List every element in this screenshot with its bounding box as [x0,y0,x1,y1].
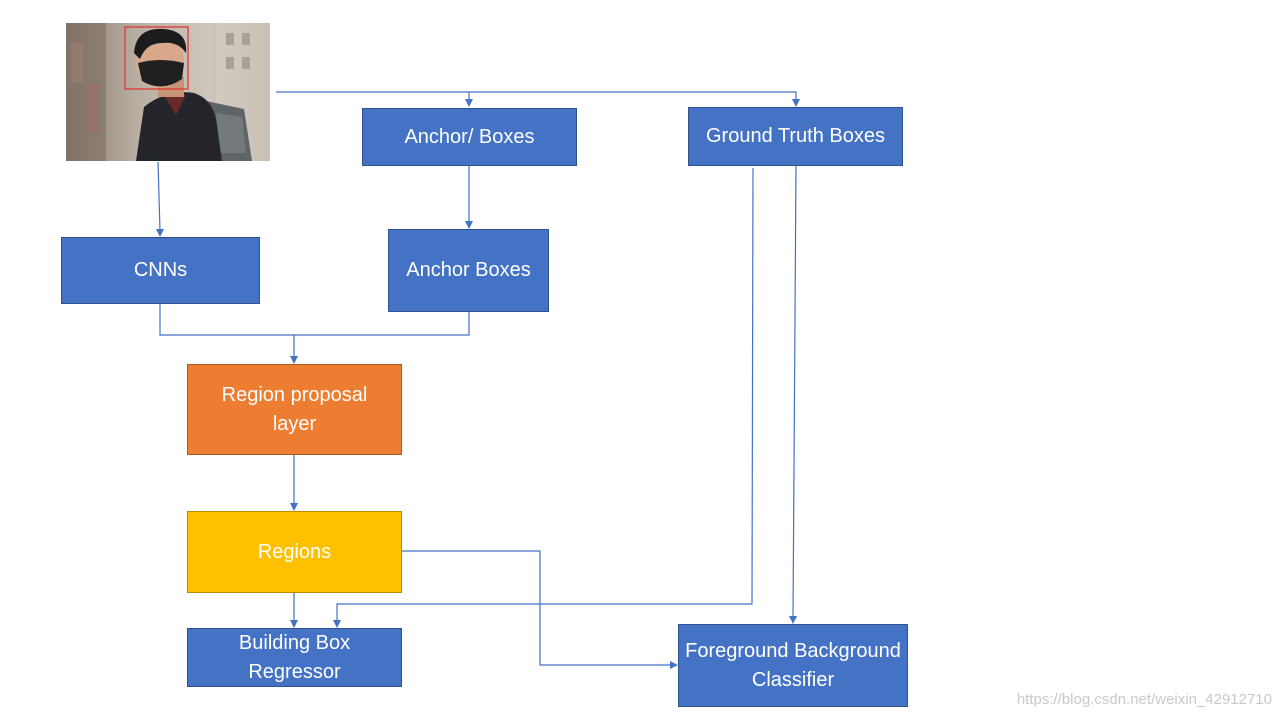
cnns-node: CNNs [61,237,260,304]
connector-photo-to-ground-truth [276,91,797,102]
anchor-boxes-top-node: Anchor/ Boxes [362,108,577,166]
arrowhead [290,356,298,364]
ground-truth-boxes-label: Ground Truth Boxes [706,125,885,147]
anchor-boxes-label: Anchor Boxes [406,259,531,281]
arrowhead [290,503,298,511]
regions-label: Regions [257,540,332,563]
anchor-boxes-node: Anchor Boxes [388,229,549,312]
person-with-face-mask-photo-icon [66,23,270,161]
region-proposal-layer-node: Region proposal layer [187,364,402,455]
connector-photo-to-cnns [157,161,161,232]
arrowhead [333,620,341,628]
arrowhead [290,620,298,628]
arrowhead [789,616,797,624]
watermark: https://blog.csdn.net/weixin_42912710 [1016,691,1272,708]
arrowhead [465,99,473,107]
foreground-background-classifier-node: Foreground Background Classifier [678,624,908,707]
ground-truth-boxes-node: Ground Truth Boxes [688,107,903,166]
foreground-background-classifier-label: Foreground Background Classifier [685,639,901,691]
input-photo [66,23,270,161]
face-bounding-box [124,26,189,90]
region-proposal-layer-label: Region proposal layer [221,383,368,435]
arrowhead [156,229,164,237]
connector-ground-truth-to-regressor [336,167,754,622]
regions-node: Regions [187,511,402,593]
connector-ground-truth-to-classifier [792,165,797,619]
arrowhead [465,221,473,229]
anchor-boxes-top-label: Anchor/ Boxes [404,125,535,148]
arrowhead [670,661,678,669]
cnns-label: CNNs [133,259,188,281]
building-box-regressor-label: Building Box Regressor [238,631,351,683]
building-box-regressor-node: Building Box Regressor [187,628,402,687]
connector-merge [159,304,470,336]
arrowhead [792,99,800,107]
connector-regions-to-classifier [402,550,672,666]
